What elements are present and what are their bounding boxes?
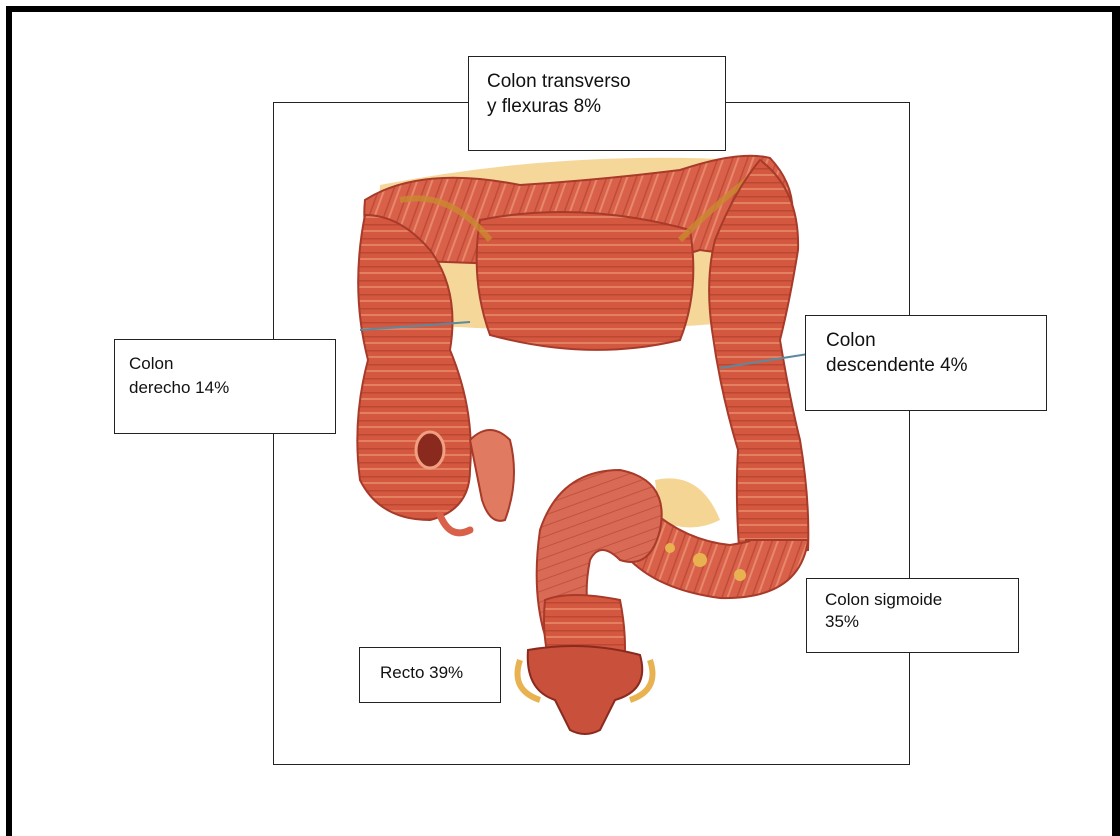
- label-colon-descendente: Colon descendente 4%: [805, 315, 1047, 411]
- transverse-colon-lower: [477, 212, 694, 350]
- label-colon-sigmoide: Colon sigmoide 35%: [806, 578, 1019, 653]
- label-colon-transverso-line2: y flexuras 8%: [487, 94, 725, 119]
- label-colon-sigmoide-line2: 35%: [825, 611, 1018, 633]
- label-colon-descendente-line1: Colon: [826, 328, 1046, 353]
- appendix: [440, 515, 470, 533]
- label-colon-sigmoide-line1: Colon sigmoide: [825, 589, 1018, 611]
- anal-canal: [528, 646, 642, 734]
- label-colon-derecho-line1: Colon: [129, 352, 335, 376]
- label-colon-descendente-line2: descendente 4%: [826, 353, 1046, 378]
- epiploic-appendage: [665, 543, 675, 553]
- descending-colon: [709, 160, 808, 560]
- label-colon-derecho: Colon derecho 14%: [114, 339, 336, 434]
- ileocecal-opening: [416, 432, 444, 468]
- label-colon-transverso-line1: Colon transverso: [487, 69, 725, 94]
- epiploic-appendage: [734, 569, 746, 581]
- label-recto-line1: Recto 39%: [380, 662, 500, 684]
- label-recto: Recto 39%: [359, 647, 501, 703]
- terminal-ileum: [470, 430, 514, 521]
- label-colon-derecho-line2: derecho 14%: [129, 376, 335, 400]
- epiploic-appendage: [693, 553, 707, 567]
- label-colon-transverso: Colon transverso y flexuras 8%: [468, 56, 726, 151]
